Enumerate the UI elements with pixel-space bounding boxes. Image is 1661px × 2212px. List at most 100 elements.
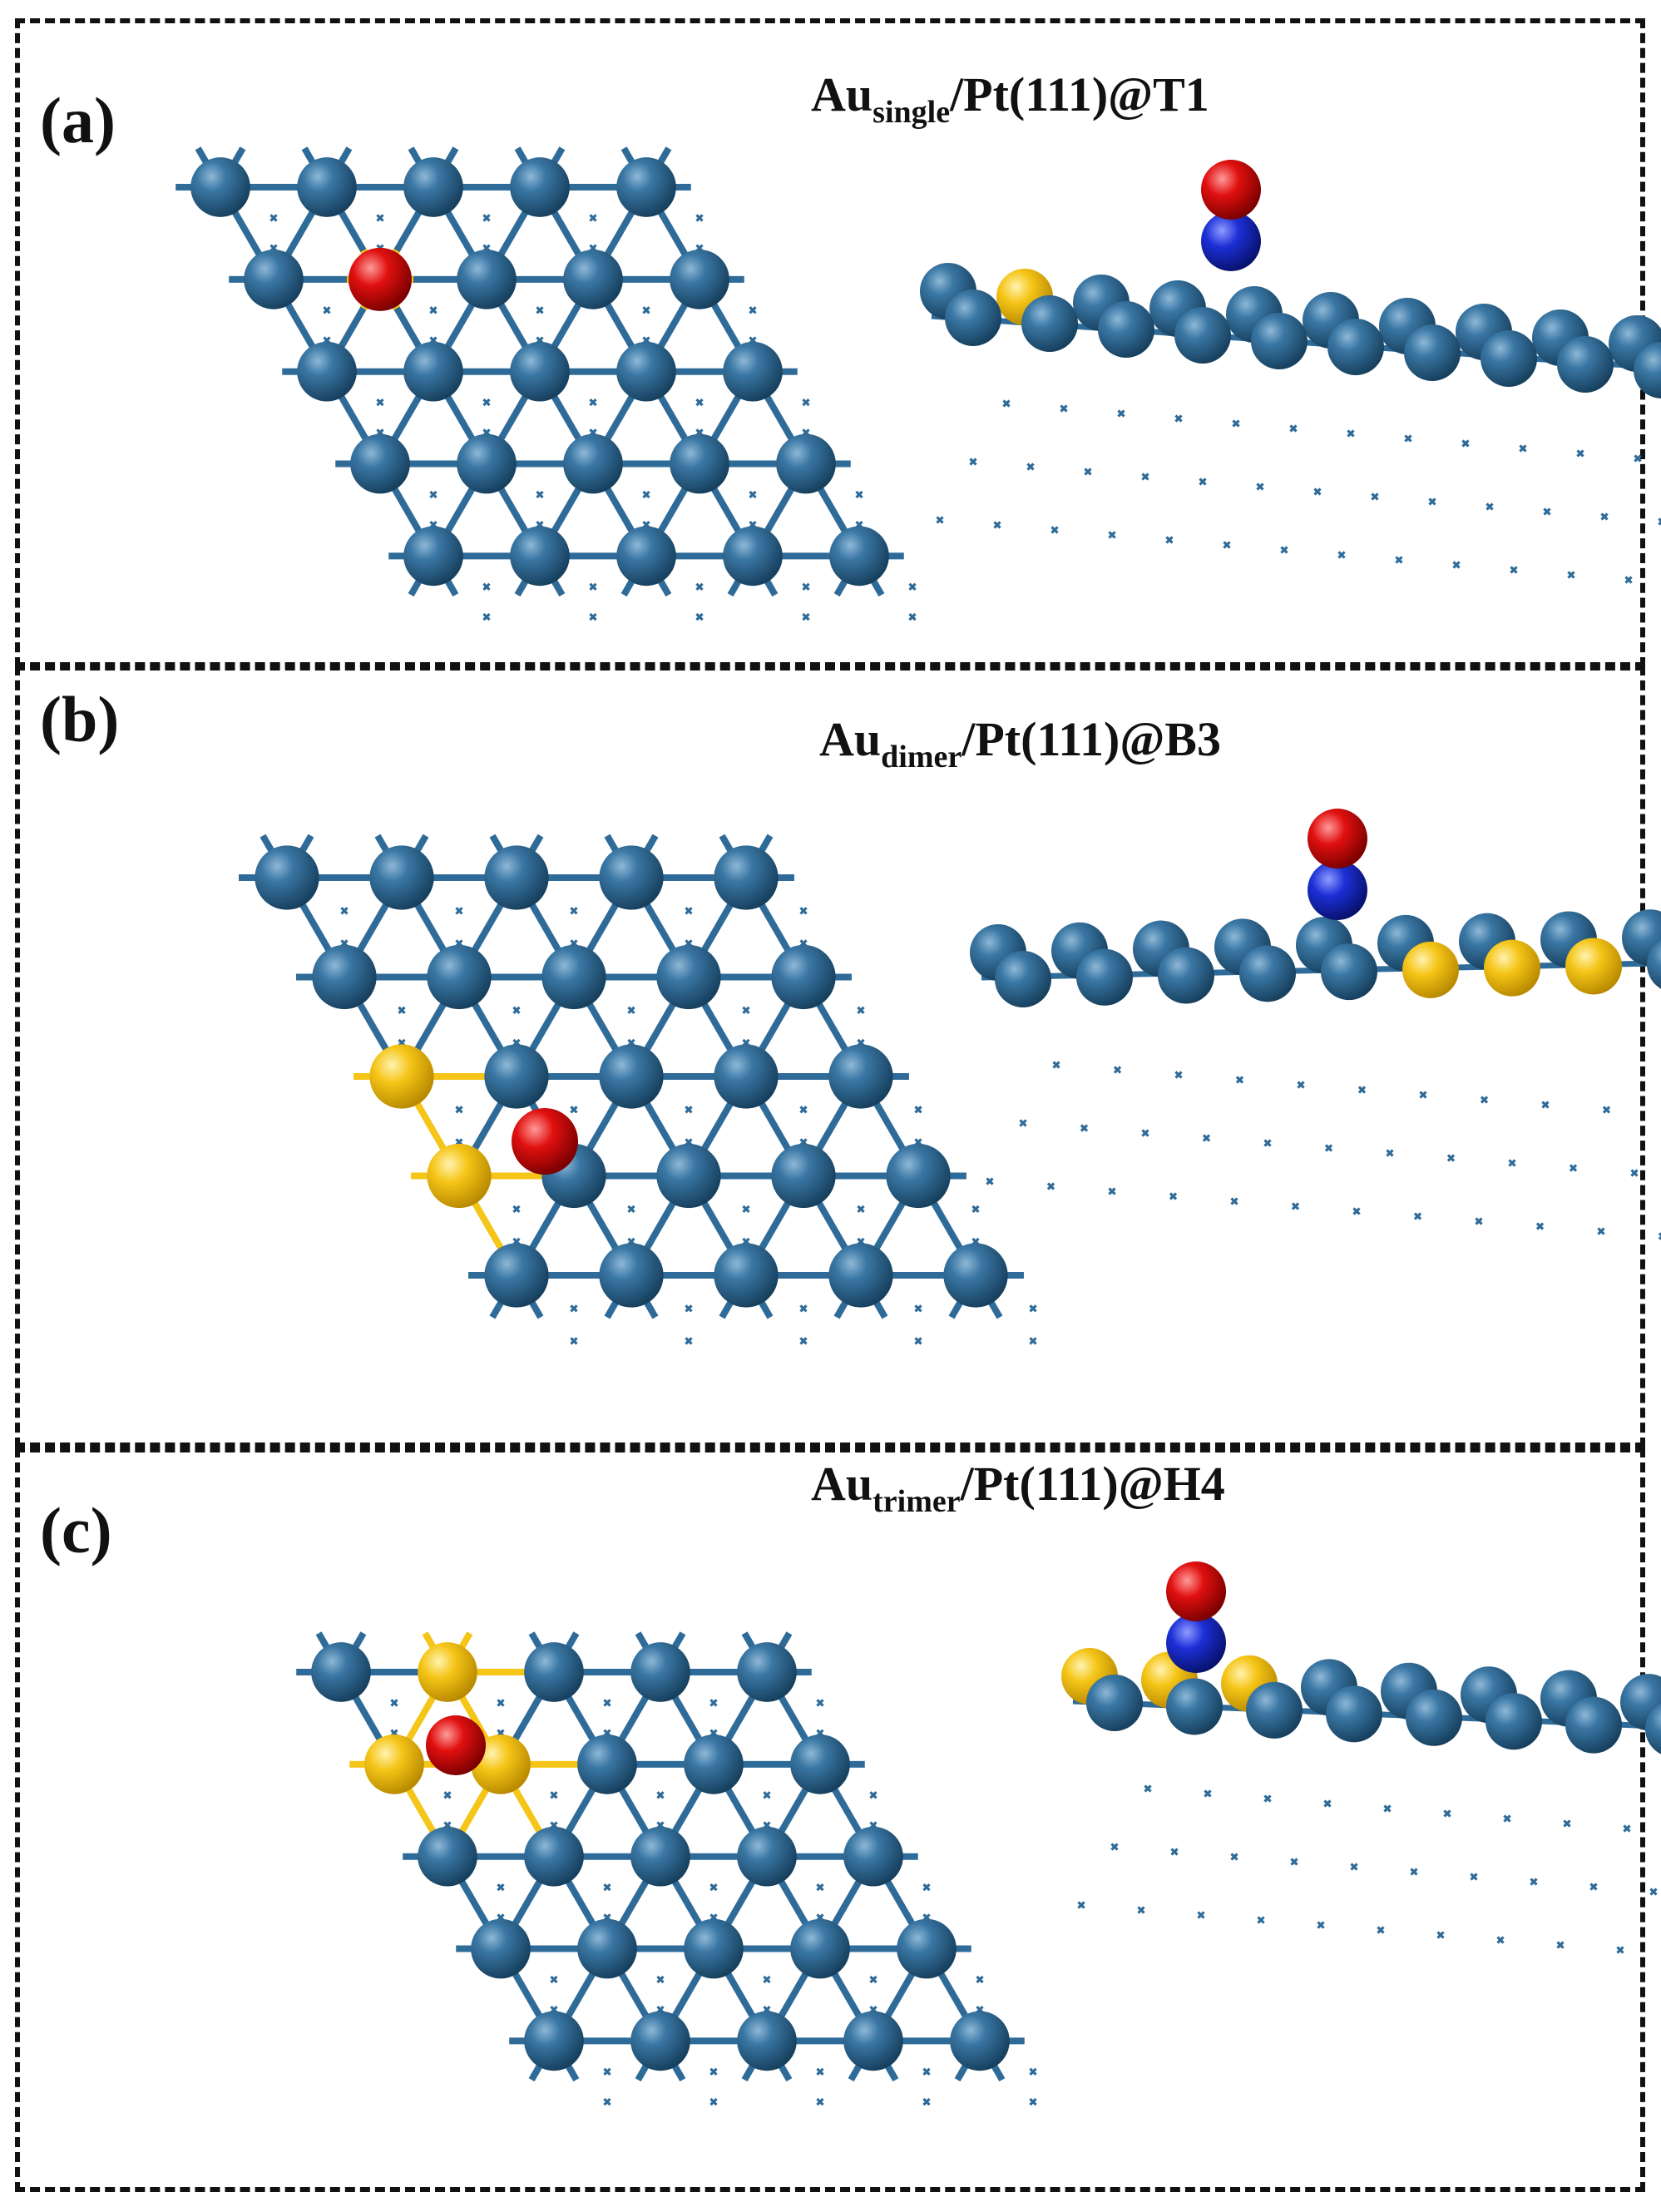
subsurface-atom-marker	[589, 582, 597, 591]
subsurface-atom-marker	[857, 1006, 865, 1015]
pt-atom	[630, 2011, 690, 2071]
pt-atom	[771, 1143, 836, 1209]
subsurface-atom-marker	[1290, 1858, 1298, 1866]
pt-atom	[714, 1044, 779, 1109]
panel-b-label: (b)	[40, 683, 120, 755]
subsurface-atom-marker	[1597, 1227, 1605, 1235]
subsurface-atom-marker	[1002, 399, 1011, 408]
panel-a-title: Ausingle/Pt(111)@T1	[811, 67, 1209, 131]
pt-atom	[656, 944, 721, 1010]
pt-atom	[484, 1243, 549, 1308]
subsurface-atom-marker	[1280, 546, 1288, 554]
subsurface-atom-marker	[1419, 1091, 1427, 1099]
pt-atom	[563, 433, 623, 494]
subsurface-atom-marker	[1428, 497, 1436, 506]
subsurface-atom-marker	[1137, 1906, 1145, 1914]
au-atom	[369, 1044, 434, 1109]
oxygen-atom	[426, 1715, 486, 1775]
au-atom	[471, 1734, 531, 1794]
subsurface-atom-marker	[816, 2097, 824, 2106]
pt-atom	[427, 944, 492, 1010]
subsurface-atom-marker	[1108, 531, 1116, 539]
subsurface-atom-marker	[763, 1975, 771, 1984]
subsurface-atom-marker	[1347, 429, 1355, 438]
subsurface-atom-marker	[603, 2067, 611, 2076]
subsurface-atom-marker	[969, 458, 977, 466]
panel-c-border	[15, 1447, 1645, 2192]
subsurface-atom-marker	[656, 1791, 665, 1799]
subsurface-atom-marker	[1046, 1182, 1055, 1190]
pt-atom	[1086, 1675, 1143, 1731]
subsurface-atom-marker	[1658, 517, 1661, 526]
subsurface-atom-marker	[1289, 424, 1298, 433]
subsurface-atom-marker	[1230, 1853, 1238, 1861]
pt-atom	[737, 1642, 797, 1702]
subsurface-atom-marker	[589, 612, 597, 621]
subsurface-atom-marker	[570, 1304, 578, 1313]
pt-atom	[950, 2011, 1010, 2071]
subsurface-atom-marker	[685, 907, 693, 915]
pt-atom	[403, 341, 463, 402]
subsurface-atom-marker	[742, 1205, 750, 1214]
subsurface-atom-marker	[1117, 409, 1125, 418]
pt-atom	[790, 1918, 850, 1979]
subsurface-atom-marker	[627, 1205, 635, 1214]
pt-atom	[1645, 1703, 1661, 1754]
subsurface-atom-marker	[1446, 1154, 1456, 1162]
subsurface-atom-marker	[749, 306, 757, 314]
subsurface-atom-marker	[685, 1106, 693, 1114]
subsurface-atom-marker	[340, 907, 349, 915]
subsurface-atom-marker	[512, 1205, 521, 1214]
au-atom	[427, 1143, 492, 1209]
subsurface-atom-marker	[570, 907, 578, 915]
carbon-atom	[1201, 211, 1261, 271]
subsurface-atom-marker	[1197, 1911, 1205, 1919]
subsurface-atom-marker	[1026, 463, 1035, 471]
subsurface-atom-marker	[1475, 1217, 1483, 1225]
subsurface-atom-marker	[1174, 1071, 1183, 1079]
subsurface-atom-marker	[799, 1337, 808, 1345]
subsurface-atom-marker	[1543, 507, 1551, 516]
subsurface-atom-marker	[429, 306, 437, 314]
pt-atom	[737, 2011, 797, 2071]
pt-atom	[1166, 1678, 1223, 1735]
subsurface-atom-marker	[1623, 1824, 1631, 1833]
subsurface-atom-marker	[799, 907, 808, 915]
subsurface-atom-marker	[1486, 502, 1494, 511]
subsurface-atom-marker	[429, 490, 437, 499]
subsurface-atom-marker	[1410, 1868, 1418, 1876]
pt-atom	[684, 1918, 744, 1979]
subsurface-atom-marker	[1297, 1081, 1305, 1089]
pt-atom	[1076, 948, 1133, 1006]
subsurface-atom-marker	[1313, 487, 1322, 496]
subsurface-atom-marker	[855, 490, 863, 499]
subsurface-atom-marker	[1230, 1197, 1238, 1205]
au-atom	[364, 1734, 424, 1794]
oxygen-atom	[1166, 1561, 1226, 1621]
pt-atom	[843, 1826, 903, 1887]
pt-atom	[599, 1044, 664, 1109]
pt-atom	[563, 250, 623, 309]
pt-atom	[790, 1734, 850, 1794]
subsurface-atom-marker	[1141, 473, 1149, 481]
subsurface-atom-marker	[869, 1975, 877, 1984]
panel-b-title-sub: dimer	[881, 740, 962, 774]
pt-atom	[403, 157, 463, 217]
subsurface-atom-marker	[1110, 1843, 1119, 1851]
subsurface-atom-marker	[1519, 444, 1527, 453]
pt-atom	[737, 1826, 797, 1887]
panel-b-border	[15, 666, 1645, 1447]
pt-atom	[350, 433, 410, 494]
subsurface-atom-marker	[1630, 1169, 1639, 1177]
pt-atom	[418, 1826, 477, 1887]
pt-atom	[599, 845, 664, 910]
subsurface-atom-marker	[1624, 576, 1633, 584]
au-atom	[1402, 941, 1459, 998]
pt-atom	[1158, 947, 1214, 1004]
subsurface-atom-marker	[1530, 1878, 1538, 1886]
pt-atom	[471, 1918, 531, 1979]
pt-atom	[599, 1243, 664, 1308]
subsurface-atom-marker	[1263, 1794, 1272, 1803]
subsurface-atom-marker	[685, 1337, 693, 1345]
